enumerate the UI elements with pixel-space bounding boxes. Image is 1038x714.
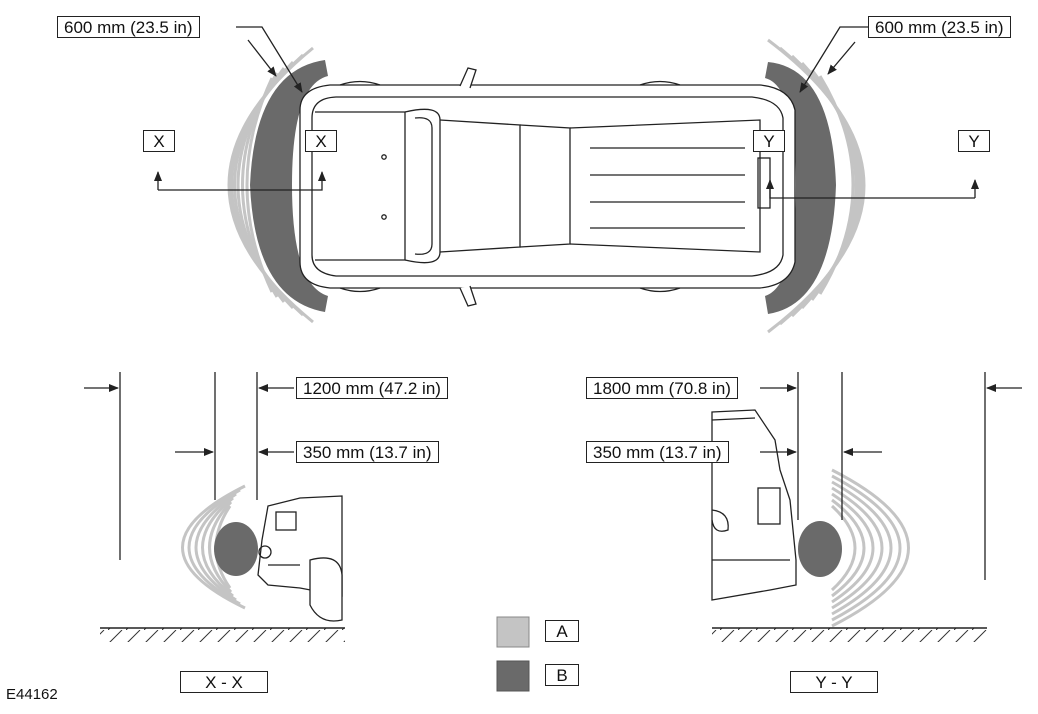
front-inner-range-label: 350 mm (13.7 in) [296, 441, 439, 463]
section-x-marker-inner: X [305, 130, 337, 152]
rear-distance-label: 600 mm (23.5 in) [868, 16, 1011, 38]
rear-inner-range-label: 350 mm (13.7 in) [586, 441, 729, 463]
front-sensor-zones [227, 46, 314, 324]
rear-outer-range-label: 1800 mm (70.8 in) [586, 377, 738, 399]
legend-swatch-a [496, 616, 530, 648]
section-callout-lines [154, 26, 979, 199]
legend-key-b: B [545, 664, 579, 686]
vehicle-top-view [299, 67, 796, 307]
figure-id: E44162 [6, 686, 58, 703]
legend-swatch-b [496, 660, 530, 692]
section-y-marker-inner: Y [753, 130, 785, 152]
section-y-marker-outer: Y [958, 130, 990, 152]
front-distance-label: 600 mm (23.5 in) [57, 16, 200, 38]
rear-side-section [711, 372, 1022, 642]
rear-sensor-zones [767, 38, 866, 334]
front-outer-range-label: 1200 mm (47.2 in) [296, 377, 448, 399]
section-x-caption: X - X [180, 671, 268, 693]
front-side-section [84, 372, 345, 642]
section-x-marker-outer: X [143, 130, 175, 152]
front-detection-zone-dark [250, 60, 328, 312]
legend-key-a: A [545, 620, 579, 642]
rear-detection-zone-dark [765, 62, 836, 314]
section-y-caption: Y - Y [790, 671, 878, 693]
